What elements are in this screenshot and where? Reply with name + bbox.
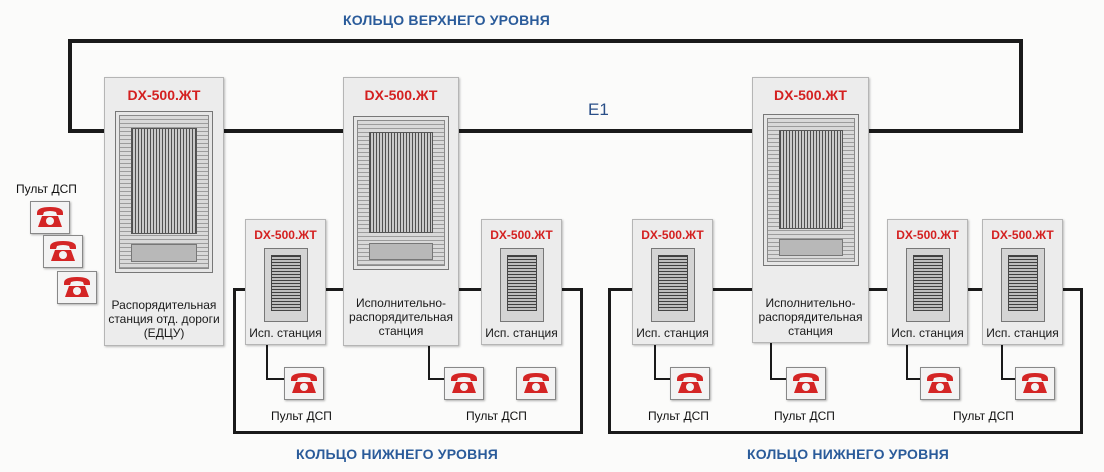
telephone-glyph [523, 373, 549, 393]
isp-station-2-panel: DX-500.ЖТ Исп. станция [481, 219, 562, 345]
telephone-icon [516, 367, 556, 400]
server-rack-icon [906, 248, 950, 322]
connector-c2-h [428, 378, 444, 380]
left-console-label: Пульт ДСП [16, 182, 77, 196]
console-label-1: Пульт ДСП [271, 409, 332, 423]
telephone-icon [920, 367, 960, 400]
console-label-3: Пульт ДСП [648, 409, 709, 423]
telephone-icon [57, 271, 97, 304]
exec-station-1-caption-2: распорядительная [349, 310, 453, 324]
isp-station-1-panel: DX-500.ЖТ Исп. станция [245, 219, 326, 345]
telephone-glyph [927, 373, 953, 393]
main-station-panel: DX-500.ЖТ Распорядительная станция отд. … [104, 77, 224, 346]
telephone-glyph [677, 373, 703, 393]
telephone-icon [30, 201, 70, 234]
telephone-icon [444, 367, 484, 400]
isp-station-4-model: DX-500.ЖТ [896, 228, 959, 242]
server-rack-icon [264, 248, 308, 322]
exec-station-2-caption-2: распорядительная [758, 310, 863, 324]
ring-right-left-line [608, 288, 611, 434]
server-rack-icon [353, 116, 449, 270]
connector-c3-v [654, 342, 656, 380]
connector-c2-v [428, 345, 430, 380]
exec-station-2-panel: DX-500.ЖТ Исполнительно- распорядительна… [752, 77, 869, 343]
isp-station-3-caption: Исп. станция [636, 326, 709, 340]
exec-station-2-caption-1: Исполнительно- [765, 296, 856, 310]
telephone-glyph [64, 277, 90, 297]
server-rack-icon [1001, 248, 1045, 322]
ring-right-right-line [1080, 288, 1083, 434]
ring-left-left-line [233, 288, 236, 434]
bottom-ring-title-right: КОЛЬЦО НИЖНЕГО УРОВНЯ [747, 446, 950, 462]
e1-label: E1 [588, 100, 609, 119]
isp-station-3-panel: DX-500.ЖТ Исп. станция [632, 219, 713, 345]
exec-station-1-model: DX-500.ЖТ [364, 87, 438, 103]
console-label-5: Пульт ДСП [953, 409, 1014, 423]
isp-station-3-model: DX-500.ЖТ [641, 228, 704, 242]
connector-c4-h [770, 378, 786, 380]
ring-right-bottom-line [608, 431, 1083, 434]
telephone-icon [670, 367, 710, 400]
main-station-caption-3: (ЕДЦУ) [143, 326, 185, 340]
telephone-glyph [793, 373, 819, 393]
isp-station-2-caption: Исп. станция [485, 326, 558, 340]
isp-station-5-caption: Исп. станция [986, 326, 1059, 340]
ring-left-right-line [580, 288, 583, 434]
telephone-icon [786, 367, 826, 400]
isp-station-5-panel: DX-500.ЖТ Исп. станция [982, 219, 1063, 345]
console-label-4: Пульт ДСП [774, 409, 835, 423]
top-ring-right-line [1019, 39, 1023, 133]
console-label-2: Пульт ДСП [466, 409, 527, 423]
telephone-icon [43, 235, 83, 268]
top-ring-left-line [68, 39, 72, 133]
server-rack-icon [500, 248, 544, 322]
server-rack-icon [763, 114, 859, 266]
telephone-glyph [1022, 373, 1048, 393]
exec-station-1-caption-3: станция [378, 324, 424, 338]
telephone-icon [284, 367, 324, 400]
exec-station-2-model: DX-500.ЖТ [774, 87, 847, 103]
telephone-glyph [37, 207, 63, 227]
connector-c6-h [1001, 378, 1015, 380]
exec-station-1-panel: DX-500.ЖТ Исполнительно- распорядительна… [343, 77, 459, 346]
telephone-glyph [50, 241, 76, 261]
isp-station-1-model: DX-500.ЖТ [254, 228, 317, 242]
isp-station-4-caption: Исп. станция [891, 326, 964, 340]
bottom-ring-title-left: КОЛЬЦО НИЖНЕГО УРОВНЯ [296, 446, 499, 462]
isp-station-5-model: DX-500.ЖТ [991, 228, 1054, 242]
connector-c6-v [1001, 342, 1003, 380]
top-ring-top-line [68, 39, 1022, 43]
isp-station-4-panel: DX-500.ЖТ Исп. станция [887, 219, 968, 345]
isp-station-1-caption: Исп. станция [249, 326, 322, 340]
exec-station-1-caption-1: Исполнительно- [355, 296, 447, 310]
connector-c5-v [906, 342, 908, 380]
telephone-glyph [451, 373, 477, 393]
connector-c5-h [906, 378, 920, 380]
connector-c1-v [266, 342, 268, 380]
telephone-glyph [291, 373, 317, 393]
ring-left-bottom-line [233, 431, 583, 434]
main-station-caption-1: Распорядительная [111, 298, 217, 312]
exec-station-2-caption-3: станция [788, 324, 833, 338]
connector-c4-v [770, 340, 772, 380]
server-rack-icon [115, 111, 213, 273]
connector-c1-h [266, 378, 284, 380]
main-station-model: DX-500.ЖТ [127, 87, 201, 103]
top-ring-bottom-line [68, 129, 1023, 133]
main-station-caption-2: станция отд. дороги [108, 312, 220, 326]
connector-c3-h [654, 378, 670, 380]
top-ring-title: КОЛЬЦО ВЕРХНЕГО УРОВНЯ [343, 12, 550, 28]
telephone-icon [1015, 367, 1055, 400]
server-rack-icon [651, 248, 695, 322]
isp-station-2-model: DX-500.ЖТ [490, 228, 553, 242]
